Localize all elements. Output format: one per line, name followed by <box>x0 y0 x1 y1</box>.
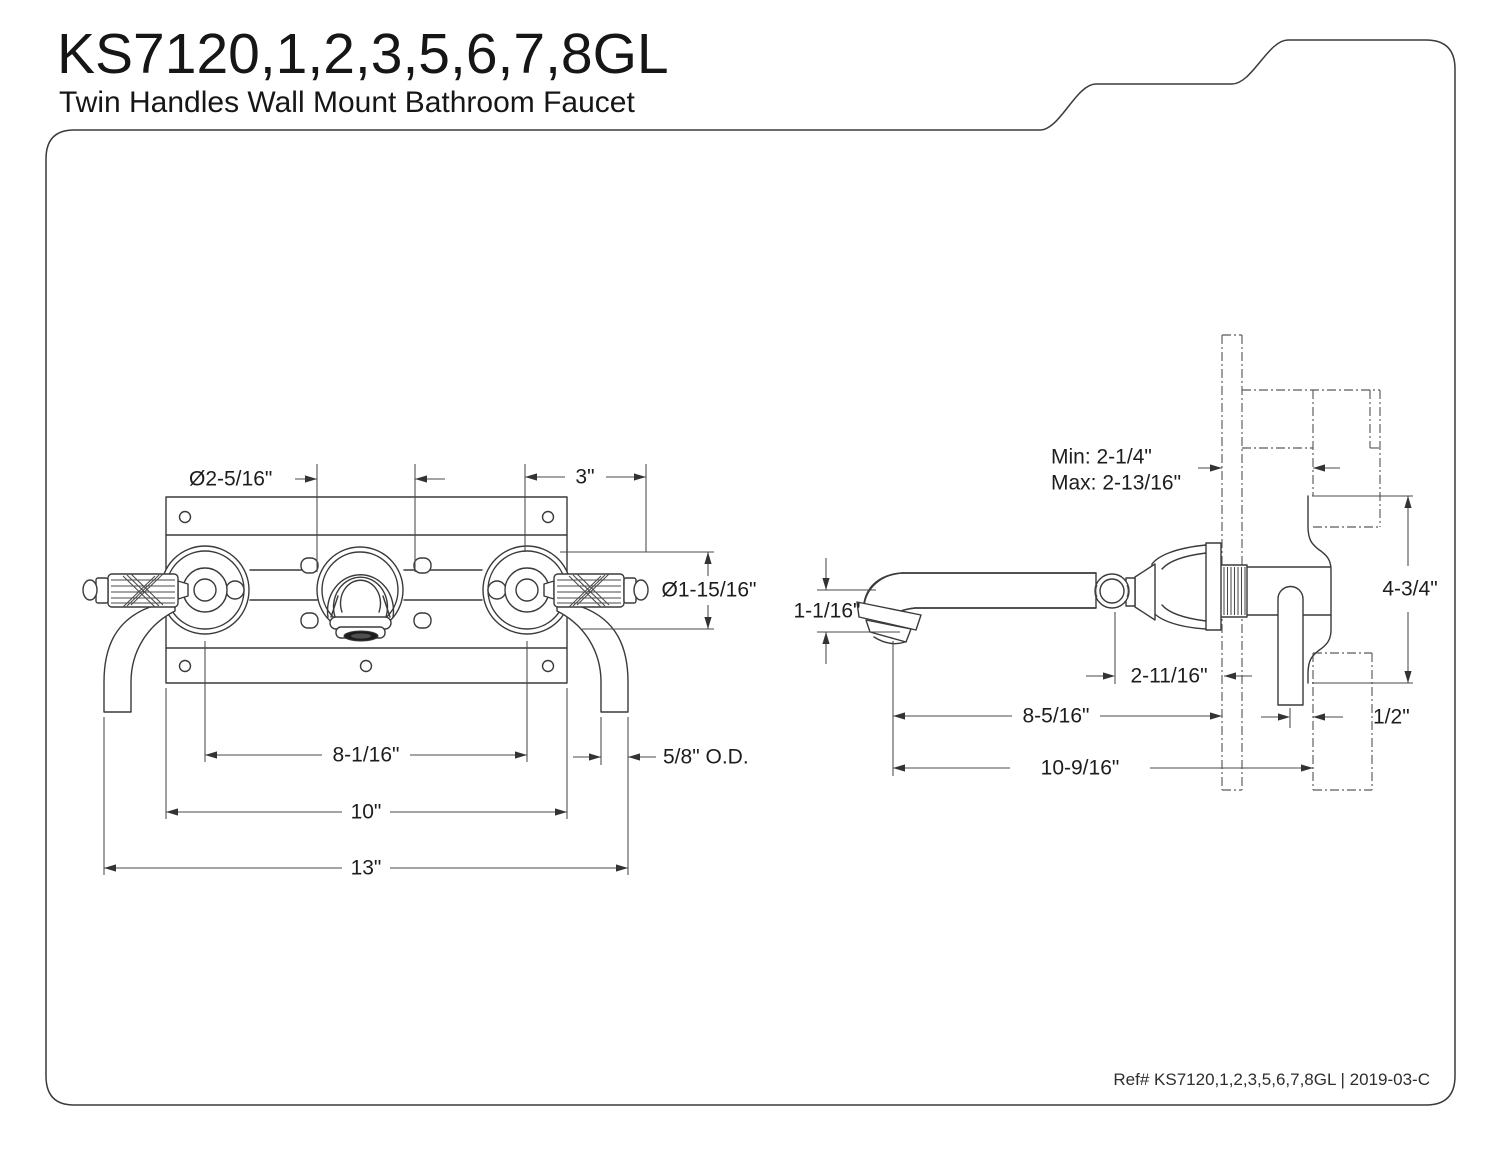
dim-joint-to-wall: 2-11/16" <box>1130 665 1207 688</box>
side-escutcheon-bell <box>1125 542 1222 631</box>
front-view-dimensions: Ø2-5/16" 3" Ø1-15/16" 8-1/16" <box>103 464 757 880</box>
dim-wall-min: Min: 2-1/4" <box>1051 446 1152 469</box>
dim-plate-width: 10" <box>351 801 382 824</box>
left-grip-knurl <box>122 573 164 608</box>
left-handle-tip <box>82 579 98 601</box>
dim-spout-escutcheon-diameter: Ø2-5/16" <box>189 468 272 491</box>
dim-handle-escutcheon-diameter: Ø1-15/16" <box>661 579 756 602</box>
threaded-nipple <box>1219 564 1248 618</box>
hex-adapter <box>1134 563 1156 621</box>
side-view-dimensions: Min: 2-1/4" Max: 2-13/16" 1-1/16" <box>794 446 1438 780</box>
left-handle-tail <box>103 602 176 713</box>
dim-spout-tip-height: 1-1/16" <box>794 600 861 623</box>
dim-spout-reach: 8-5/16" <box>1023 705 1090 728</box>
left-handle <box>82 545 250 713</box>
dim-tube-od: 5/8" O.D. <box>663 746 749 769</box>
mounting-bracket <box>1307 495 1332 684</box>
front-spout <box>316 546 404 642</box>
dim-overall-reach: 10-9/16" <box>1041 757 1120 780</box>
mounting-tabs <box>300 557 432 629</box>
right-handle-tail <box>556 602 629 713</box>
wall-section <box>1221 334 1243 791</box>
side-view-drawing: Min: 2-1/4" Max: 2-13/16" 1-1/16" <box>794 334 1438 791</box>
drop-ell-pipe <box>1277 585 1304 706</box>
dim-handle-length: 3" <box>575 466 594 489</box>
page-title: KS7120,1,2,3,5,6,7,8GL <box>57 22 669 86</box>
footer-reference: Ref# KS7120,1,2,3,5,6,7,8GL | 2019-03-C <box>1113 1070 1430 1089</box>
side-spout <box>856 572 1130 645</box>
dim-wall-max: Max: 2-13/16" <box>1051 472 1181 495</box>
right-handle <box>482 545 649 713</box>
page-subtitle: Twin Handles Wall Mount Bathroom Faucet <box>59 86 635 119</box>
border-outline <box>45 39 1456 1106</box>
right-grip-knurl <box>568 573 610 608</box>
dim-overall-width: 13" <box>351 857 382 880</box>
right-handle-tip <box>633 579 649 601</box>
screw-holes <box>178 510 555 673</box>
hidden-valve-body <box>1242 389 1381 791</box>
dim-bracket-offset: 1/2" <box>1373 706 1410 729</box>
dim-body-height: 4-3/4" <box>1382 578 1437 601</box>
dim-handle-spread: 8-1/16" <box>333 744 400 767</box>
front-view-drawing: Ø2-5/16" 3" Ø1-15/16" 8-1/16" <box>82 464 757 880</box>
